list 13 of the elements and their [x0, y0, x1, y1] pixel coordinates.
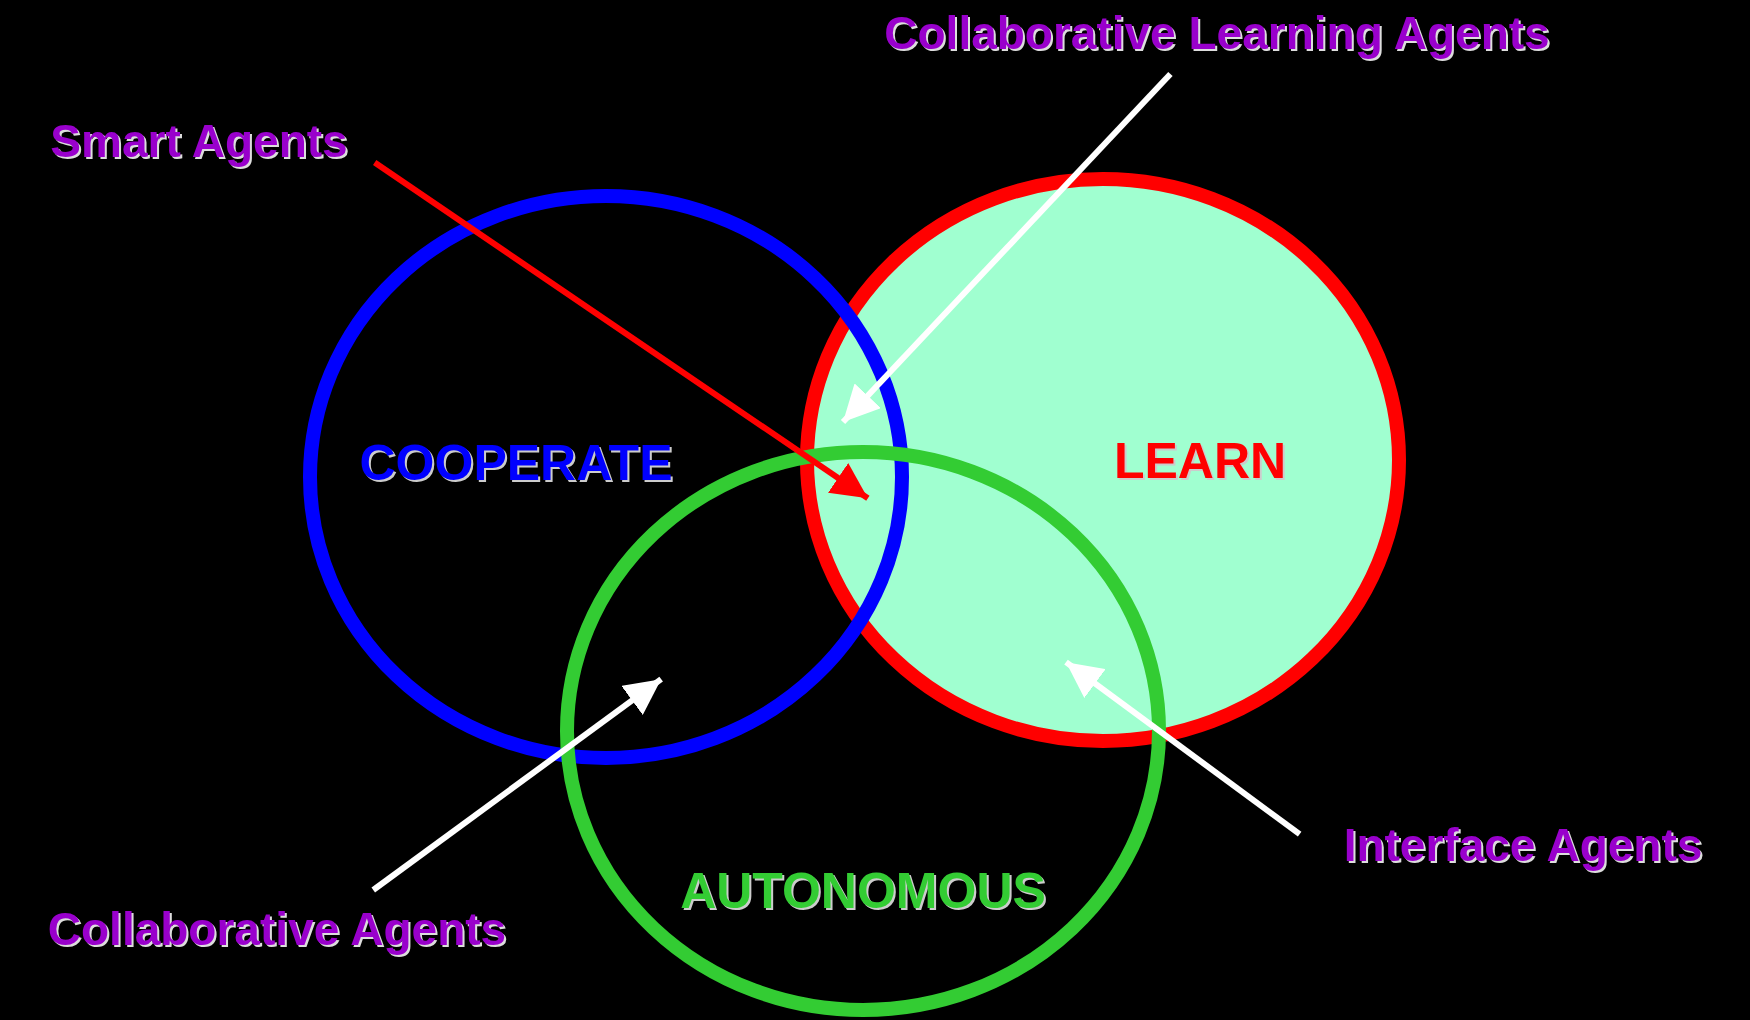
callout-label: Interface Agents	[1343, 818, 1703, 872]
venn-circle	[303, 189, 909, 765]
callout-label: Collaborative Learning Agents	[884, 6, 1550, 60]
leader-arrow	[1064, 659, 1302, 837]
set-label: AUTONOMOUS	[680, 862, 1046, 920]
set-label: COOPERATE	[359, 434, 673, 492]
callout-label: Collaborative Agents	[47, 902, 507, 956]
leader-arrow	[373, 160, 870, 501]
leader-arrow	[371, 676, 663, 893]
callout-label: Smart Agents	[50, 114, 348, 168]
venn-circle	[800, 172, 1406, 748]
leader-arrow	[840, 71, 1173, 425]
set-label: LEARN	[1113, 432, 1287, 490]
